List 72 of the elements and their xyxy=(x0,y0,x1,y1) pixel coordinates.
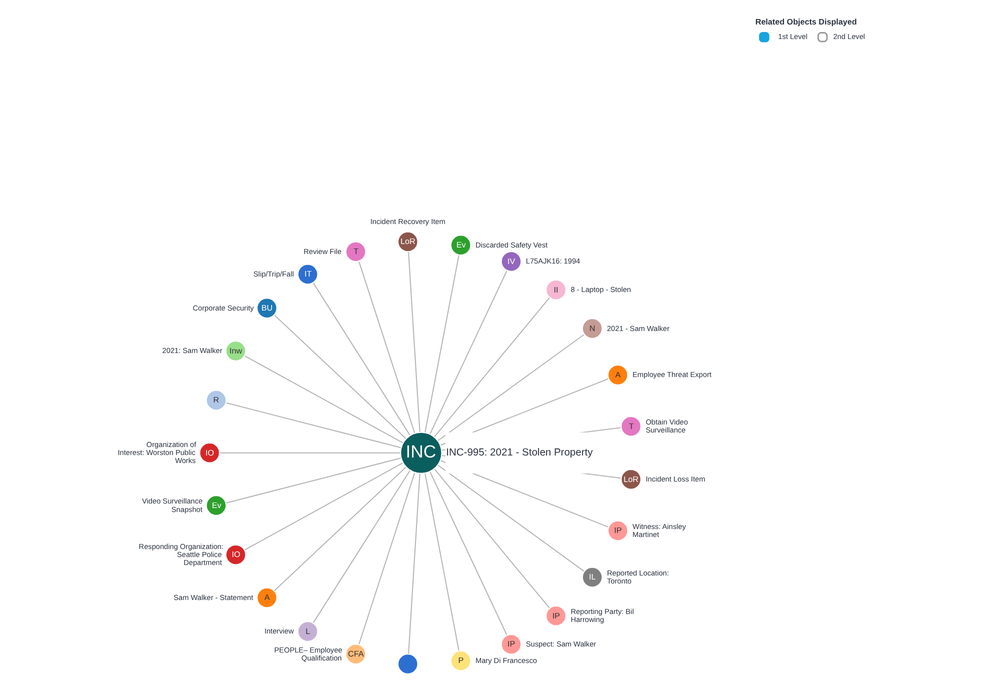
node-circle: N xyxy=(581,318,602,340)
node-circle: IP xyxy=(545,605,566,626)
node-label: Obtain Video Surveillance xyxy=(645,418,688,435)
node-label: Mary Di Francesco xyxy=(474,656,536,665)
node-label: Employee Threat Export xyxy=(632,370,711,380)
connector xyxy=(225,402,401,448)
node-circle: A xyxy=(256,587,277,608)
node-circle: IO xyxy=(224,544,246,566)
node-circle: IP xyxy=(606,520,628,542)
node-circle xyxy=(396,654,418,674)
connector xyxy=(428,270,507,434)
node-circle: IO xyxy=(198,442,220,464)
connector xyxy=(407,473,420,654)
node-circle: R xyxy=(205,390,226,411)
node-label: Interview xyxy=(264,626,294,636)
node-label: 8 - Laptop - Stolen xyxy=(570,285,630,294)
node-label: Sam Walker - Statement xyxy=(173,592,253,602)
connector xyxy=(407,252,420,432)
connector xyxy=(225,458,401,504)
node-label: PEOPLE– Employee Qualification xyxy=(274,645,342,662)
connector xyxy=(244,462,403,550)
node-label: Responding Organization: Seattle Police Department xyxy=(138,542,224,568)
node-circle: A xyxy=(606,364,628,386)
node-circle: II xyxy=(545,279,566,300)
node-label: Witness: Ainsley Martinet xyxy=(632,522,686,540)
connector xyxy=(312,470,410,624)
label: 1st Level xyxy=(778,32,807,41)
connector xyxy=(424,473,459,651)
connector xyxy=(273,314,406,440)
connector xyxy=(437,334,584,442)
connector xyxy=(424,254,459,433)
node-circle: Ev xyxy=(450,234,471,256)
node-circle: Ev xyxy=(205,495,226,516)
node-circle: LoR xyxy=(620,468,641,490)
node-circle: Inw xyxy=(224,340,246,362)
node-label: Reported Location: Toronto xyxy=(606,568,668,586)
node-label: Reporting Party: Bil Harrowing xyxy=(570,607,634,624)
connector xyxy=(273,466,406,592)
node-label: Review File xyxy=(303,246,341,256)
node-label: Corporate Security xyxy=(192,303,254,312)
connector xyxy=(433,297,550,438)
node-label: Incident Recovery Item xyxy=(370,217,445,226)
node-circle: IV xyxy=(500,251,522,272)
label: 2nd Level xyxy=(832,32,865,41)
node-label: Organization of Interest: Worston Public Works xyxy=(117,440,196,466)
connector xyxy=(428,471,507,636)
connector xyxy=(244,355,403,444)
node-circle: IL xyxy=(581,566,602,588)
node-circle: CFA xyxy=(344,644,366,665)
label: Related Objects Displayed xyxy=(754,17,856,26)
node-circle: L xyxy=(296,621,318,642)
node-circle: BU xyxy=(256,298,277,319)
node-circle: LoR xyxy=(396,231,418,252)
connector xyxy=(437,464,584,572)
connector xyxy=(358,472,415,645)
node-circle: P xyxy=(450,650,471,672)
node-label: 2021: Sam Walker xyxy=(162,346,222,356)
connector xyxy=(358,261,415,434)
node-label: 2021 - Sam Walker xyxy=(606,324,669,333)
node-label: Suspect: Sam Walker xyxy=(525,640,596,649)
node-label: Slip/Trip/Fall xyxy=(252,269,294,278)
node-label: L75AJK16: 1994 xyxy=(525,256,580,266)
node-label: Video Surveillance Snapshot xyxy=(142,496,202,514)
connector xyxy=(219,452,400,454)
node-label: Discarded Safety Vest xyxy=(474,240,548,250)
connector xyxy=(433,468,550,608)
node-circle: IP xyxy=(500,634,522,655)
node-circle: T xyxy=(344,241,366,262)
node-circle: T xyxy=(620,416,641,437)
node-circle: IT xyxy=(296,264,318,285)
node-label: Incident Loss Item xyxy=(645,474,705,484)
connector xyxy=(312,282,410,436)
